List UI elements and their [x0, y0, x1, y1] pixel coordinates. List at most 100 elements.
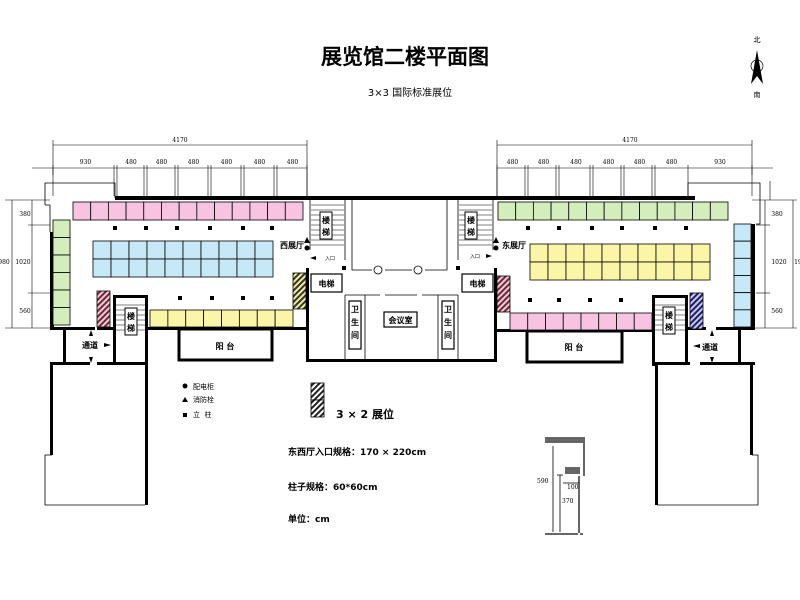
booth-cell-east-middle[interactable]: [619, 261, 639, 281]
booth-cell-east-middle[interactable]: [637, 261, 657, 281]
booth-cell-east-bottom[interactable]: [633, 312, 653, 331]
booth-cell-east-bottom[interactable]: [527, 312, 546, 331]
booth-cell-west-middle[interactable]: [128, 240, 148, 260]
booth-cell-west-middle[interactable]: [254, 240, 274, 260]
booth-cell-west-bottom[interactable]: [203, 309, 222, 328]
booth-cell-west-top[interactable]: [72, 201, 92, 221]
booth-cell-west-middle[interactable]: [254, 258, 274, 278]
booth-cell-east-top[interactable]: [497, 201, 517, 221]
booth-cell-west-middle[interactable]: [218, 258, 238, 278]
booth-cell-east-top[interactable]: [656, 201, 676, 221]
passage-east[interactable]: 通道: [693, 330, 718, 363]
booth-cell-west-bottom[interactable]: [274, 309, 294, 328]
booth-cell-west-middle[interactable]: [182, 240, 202, 260]
booth-cell-west-middle[interactable]: [128, 258, 148, 278]
booth-cell-east-right[interactable]: [733, 292, 752, 311]
booth-cell-east-middle[interactable]: [673, 243, 693, 263]
booth-cell-west-bottom[interactable]: [256, 309, 276, 328]
booth-cell-east-bottom[interactable]: [616, 312, 635, 331]
restroom-east[interactable]: 卫生间: [441, 300, 455, 350]
entrance-west[interactable]: 入口: [310, 256, 335, 262]
booth-cell-east-right[interactable]: [733, 223, 752, 242]
booth-cell-east-middle[interactable]: [583, 261, 603, 281]
booth-cell-east-bottom[interactable]: [580, 312, 600, 331]
stairs[interactable]: 楼梯: [124, 307, 138, 336]
booth-cell-west-middle[interactable]: [200, 240, 220, 260]
entrance-east[interactable]: 入口: [470, 254, 492, 260]
booth-cell-east-middle[interactable]: [655, 243, 675, 263]
booth-cell-west-middle[interactable]: [218, 240, 238, 260]
booth-cell-east-middle[interactable]: [691, 261, 711, 281]
booth-cell-east-middle[interactable]: [529, 243, 549, 263]
elevator-west[interactable]: 电梯: [310, 273, 343, 293]
booth-cell-west-top[interactable]: [125, 201, 145, 221]
booth-cell-east-right[interactable]: [733, 275, 752, 294]
booth-cell-east-top[interactable]: [692, 201, 711, 221]
booth-cell-east-middle[interactable]: [673, 261, 693, 281]
booth-cell-west-middle[interactable]: [92, 240, 112, 260]
booth-cell-west-middle[interactable]: [236, 258, 256, 278]
booth-cell-west-top[interactable]: [90, 201, 109, 221]
booth-cell-east-middle[interactable]: [691, 243, 711, 263]
booth-cell-west-bottom[interactable]: [167, 309, 187, 328]
booth-cell-west-bottom[interactable]: [221, 309, 240, 328]
booth-cell-east-bottom[interactable]: [562, 312, 582, 331]
booth-cell-west-top[interactable]: [196, 201, 215, 221]
booth-cell-east-top[interactable]: [515, 201, 534, 221]
restroom-west[interactable]: 卫生间: [348, 300, 362, 350]
booth-cell-east-right[interactable]: [733, 240, 752, 259]
booth-cell-west-top[interactable]: [231, 201, 251, 221]
booth-cell-east-middle[interactable]: [583, 243, 603, 263]
booth-cell-west-middle[interactable]: [236, 240, 256, 260]
booth-cell-east-top[interactable]: [674, 201, 694, 221]
booth-cell-west-top[interactable]: [178, 201, 198, 221]
booth-cell-east-middle[interactable]: [637, 243, 657, 263]
booth-3x2-east-right[interactable]: [689, 292, 704, 330]
booth-cell-east-middle[interactable]: [601, 261, 621, 281]
booth-cell-west-top[interactable]: [107, 201, 127, 221]
booth-cell-east-middle[interactable]: [529, 261, 549, 281]
booth-3x2-west-left[interactable]: [96, 290, 111, 328]
booth-cell-east-top[interactable]: [639, 201, 658, 221]
booth-cell-east-middle[interactable]: [547, 243, 567, 263]
booth-cell-west-middle[interactable]: [146, 240, 166, 260]
booth-cell-west-middle[interactable]: [110, 240, 130, 260]
booth-cell-west-bottom[interactable]: [238, 309, 258, 328]
booth-cell-east-bottom[interactable]: [509, 312, 529, 331]
booth-cell-west-left[interactable]: [52, 219, 71, 238]
meeting-room[interactable]: 会议室: [383, 311, 418, 328]
booth-cell-east-top[interactable]: [532, 201, 552, 221]
booth-cell-west-middle[interactable]: [182, 258, 202, 278]
booth-cell-east-middle[interactable]: [565, 261, 585, 281]
booth-cell-west-left[interactable]: [52, 254, 71, 273]
booth-cell-west-middle[interactable]: [146, 258, 166, 278]
booth-cell-west-middle[interactable]: [92, 258, 112, 278]
booth-cell-east-bottom[interactable]: [545, 312, 564, 331]
booth-cell-west-top[interactable]: [143, 201, 162, 221]
booth-cell-west-middle[interactable]: [164, 258, 184, 278]
booth-cell-east-top[interactable]: [709, 201, 729, 221]
booth-cell-west-middle[interactable]: [110, 258, 130, 278]
stairs[interactable]: 楼梯: [319, 211, 333, 240]
passage-west[interactable]: 通道: [82, 330, 111, 363]
booth-cell-east-top[interactable]: [603, 201, 623, 221]
booth-cell-east-bottom[interactable]: [598, 312, 617, 331]
booth-cell-east-middle[interactable]: [547, 261, 567, 281]
booth-3x2-east-center[interactable]: [496, 275, 511, 313]
booth-cell-east-top[interactable]: [568, 201, 587, 221]
booth-cell-west-top[interactable]: [284, 201, 304, 221]
booth-cell-east-top[interactable]: [586, 201, 605, 221]
booth-cell-west-left[interactable]: [52, 272, 71, 291]
booth-cell-west-bottom[interactable]: [185, 309, 205, 328]
elevator-east[interactable]: 电梯: [461, 273, 494, 293]
stairs[interactable]: 楼梯: [464, 211, 478, 240]
booth-cell-east-right[interactable]: [733, 309, 752, 328]
booth-cell-west-left[interactable]: [52, 289, 71, 308]
booth-cell-west-top[interactable]: [267, 201, 286, 221]
booth-cell-east-right[interactable]: [733, 257, 752, 276]
booth-cell-west-left[interactable]: [52, 307, 71, 326]
booth-cell-west-top[interactable]: [161, 201, 180, 221]
booth-cell-west-middle[interactable]: [200, 258, 220, 278]
booth-cell-east-middle[interactable]: [619, 243, 639, 263]
booth-cell-west-bottom[interactable]: [149, 309, 169, 328]
